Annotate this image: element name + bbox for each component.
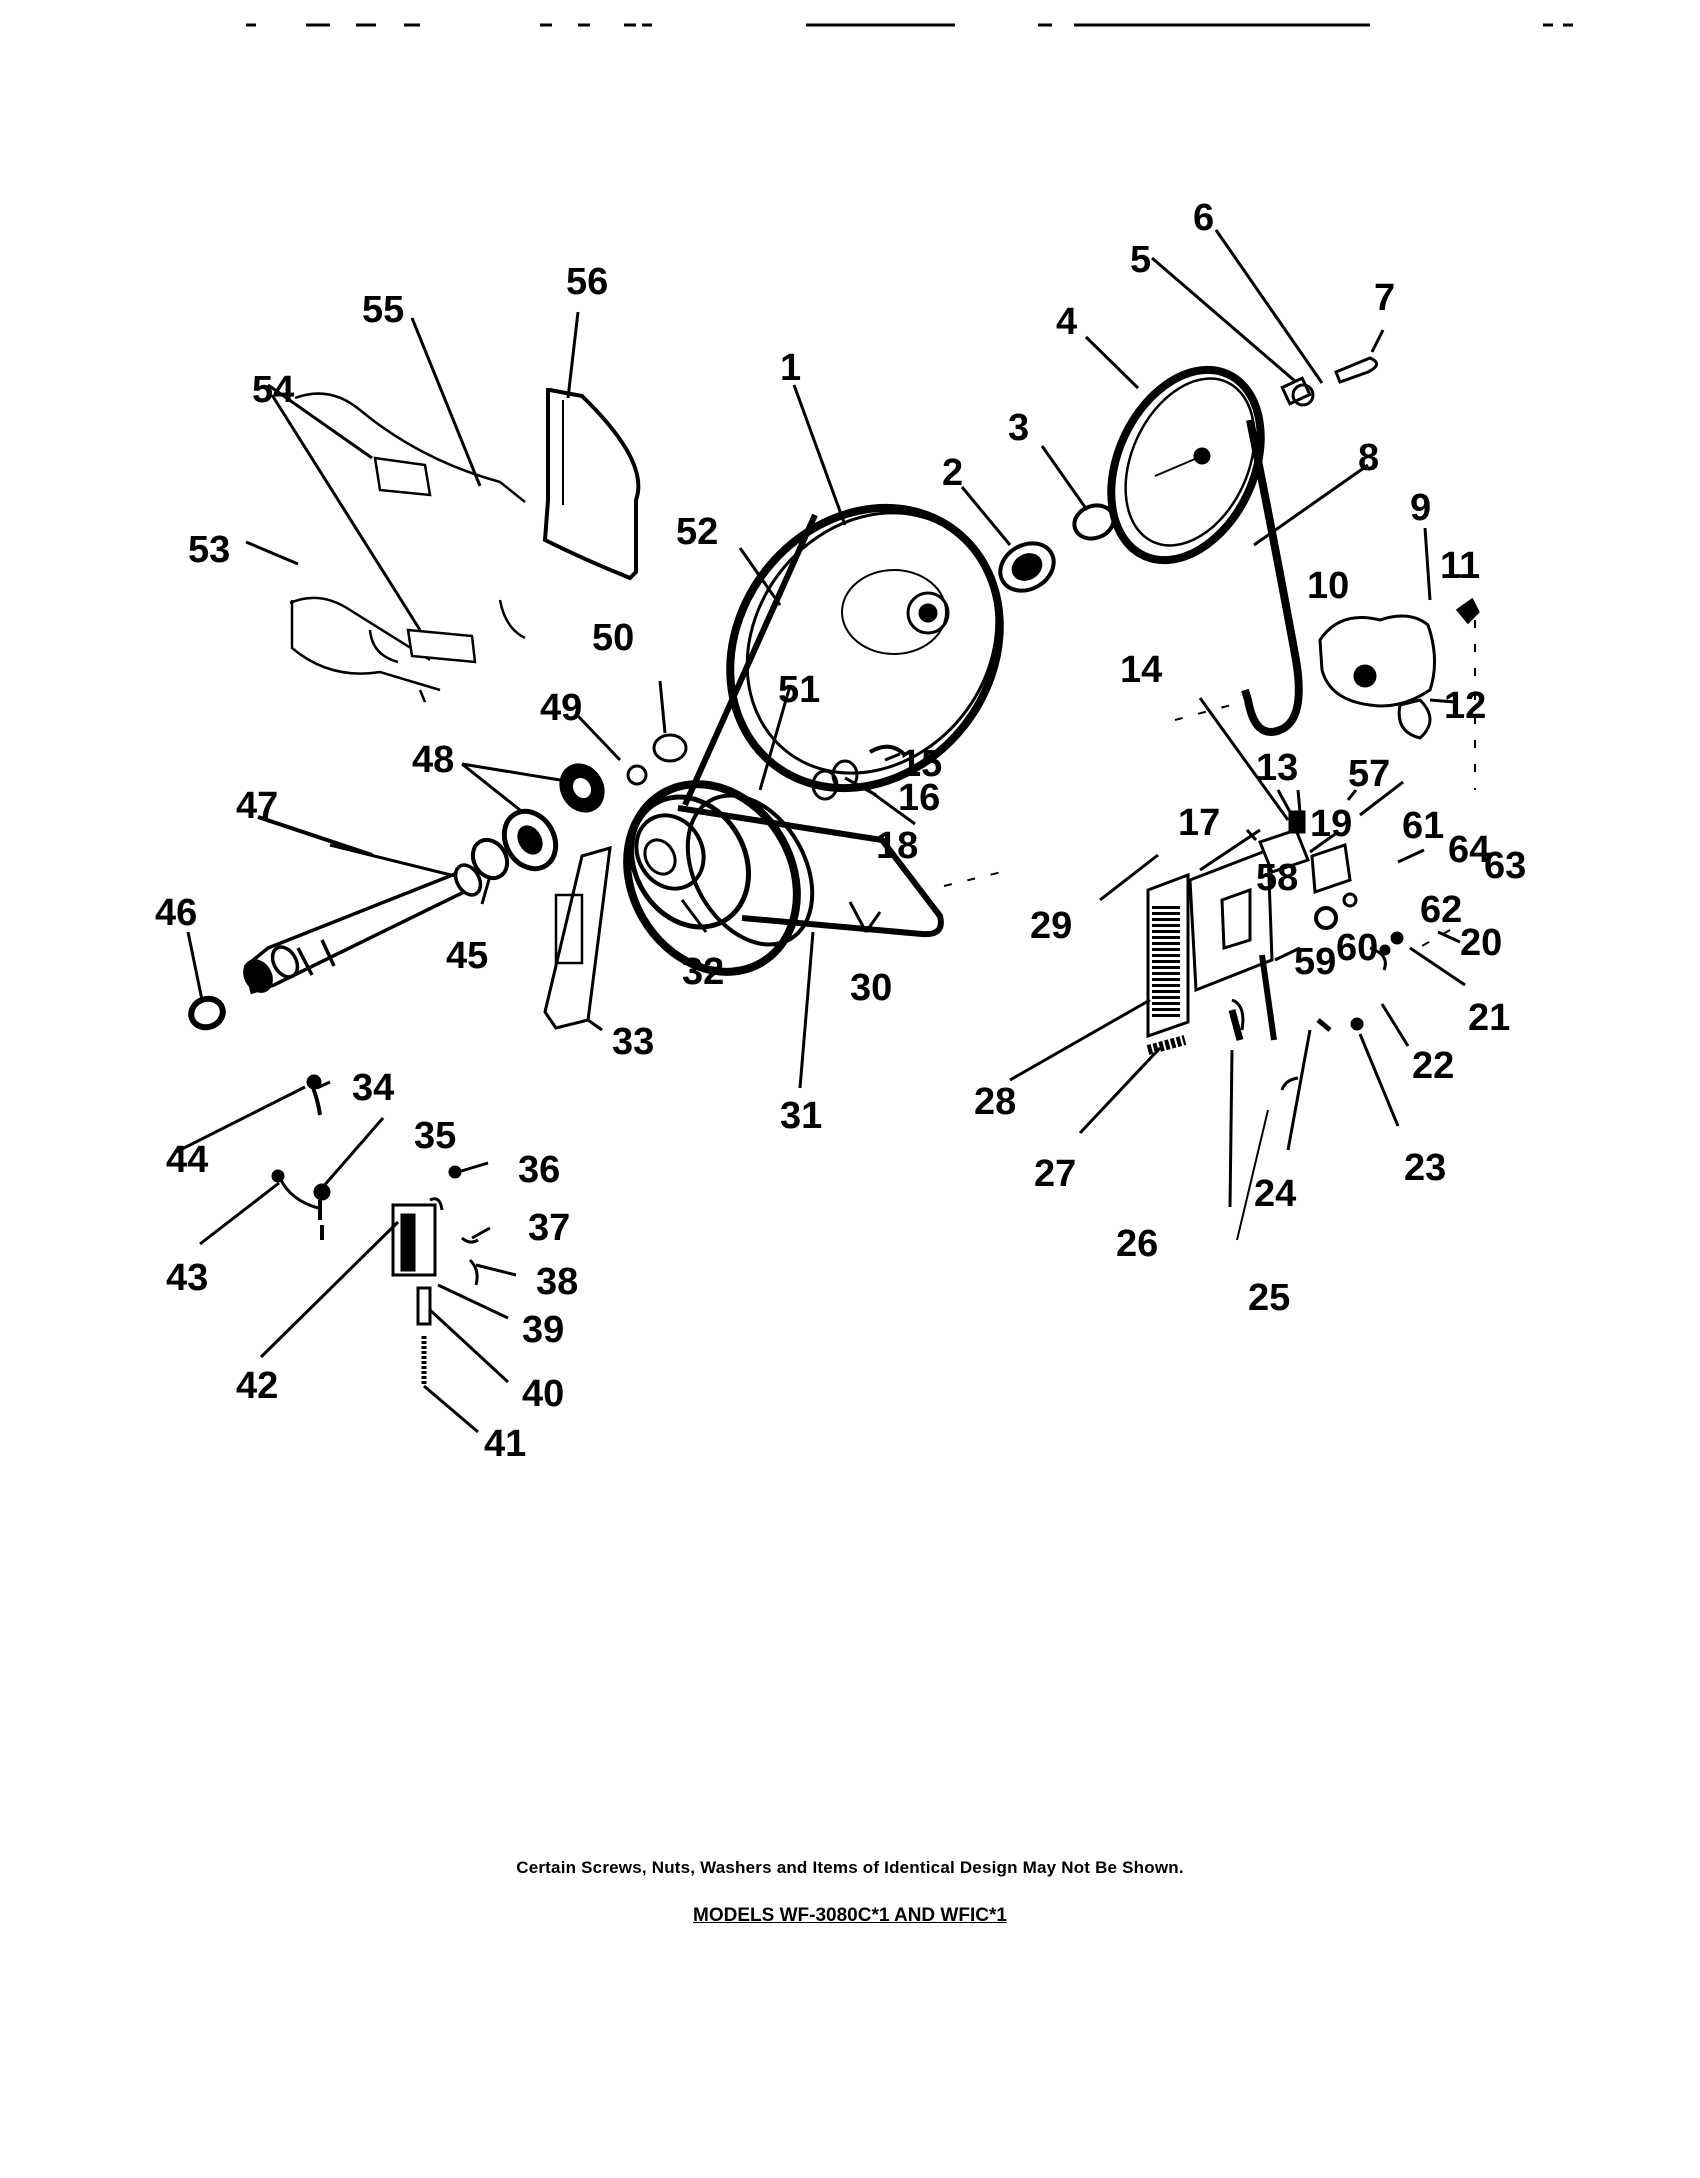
callout-28: 28 [974, 1081, 1016, 1123]
callout-29: 29 [1030, 905, 1072, 947]
drive-belt-small [1241, 419, 1303, 736]
callout-36: 36 [518, 1149, 560, 1191]
callout-53: 53 [188, 529, 230, 571]
motor-spacer [470, 837, 510, 881]
callout-32: 32 [682, 951, 724, 993]
callout-14: 14 [1120, 649, 1162, 691]
callout-50: 50 [592, 617, 634, 659]
control-spring [1146, 1035, 1187, 1055]
model-caption: MODELS WF-3080C*1 AND WFIC*1 [693, 1905, 1007, 1926]
motor-mounting-bracket [373, 456, 477, 664]
shaft-retaining-ring [188, 995, 226, 1031]
callout-43: 43 [166, 1257, 208, 1299]
callout-9: 9 [1410, 487, 1431, 529]
callout-21: 21 [1468, 997, 1510, 1039]
callout-16: 16 [898, 777, 940, 819]
idler-shield [543, 845, 612, 1030]
callout-7: 7 [1374, 277, 1395, 319]
callout-60: 60 [1336, 927, 1378, 969]
motor-shaft [243, 863, 483, 995]
idler-bolt [1280, 356, 1378, 407]
callout-22: 22 [1412, 1045, 1454, 1087]
callout-30: 30 [850, 967, 892, 1009]
callout-59: 59 [1294, 941, 1336, 983]
callout-42: 42 [236, 1365, 278, 1407]
callout-47: 47 [236, 785, 278, 827]
callout-26: 26 [1116, 1223, 1158, 1265]
callout-19: 19 [1310, 803, 1352, 845]
leader-lines [175, 229, 1478, 1434]
callout-38: 38 [536, 1261, 578, 1303]
callout-12: 12 [1444, 685, 1486, 727]
callout-37: 37 [528, 1207, 570, 1249]
callout-25: 25 [1248, 1277, 1290, 1319]
callout-11: 11 [1440, 545, 1480, 587]
callout-61: 61 [1402, 805, 1444, 847]
callout-51: 51 [778, 669, 820, 711]
callout-35: 35 [414, 1115, 456, 1157]
callout-52: 52 [676, 511, 718, 553]
callout-15: 15 [900, 743, 942, 785]
callout-56: 56 [566, 261, 608, 303]
drum-pulley [726, 503, 1004, 793]
part-callouts: 1 2 3 4 5 6 7 8 9 10 11 12 13 14 15 16 1… [155, 197, 1526, 1465]
callout-63: 63 [1484, 845, 1526, 887]
pulley-bearing [998, 541, 1056, 593]
callout-3: 3 [1008, 407, 1029, 449]
callout-1: 1 [780, 347, 801, 389]
motor-pulley [623, 780, 815, 976]
idler-washers [811, 744, 907, 801]
callout-2: 2 [942, 452, 963, 494]
callout-55: 55 [362, 289, 404, 331]
callout-24: 24 [1254, 1173, 1296, 1215]
callout-64: 64 [1448, 829, 1490, 871]
motor-pulley-washers [626, 733, 688, 786]
callout-45: 45 [446, 935, 488, 977]
callout-34: 34 [352, 1067, 394, 1109]
callout-46: 46 [155, 892, 197, 934]
callout-13: 13 [1256, 747, 1298, 789]
belt-tensioner-bracket [1318, 597, 1480, 740]
callout-39: 39 [522, 1309, 564, 1351]
callout-40: 40 [522, 1373, 564, 1415]
callout-18: 18 [876, 825, 918, 867]
callout-10: 10 [1307, 565, 1349, 607]
callout-4: 4 [1056, 301, 1077, 343]
callout-58: 58 [1256, 857, 1298, 899]
callout-48: 48 [412, 739, 454, 781]
motor-cover-plate [542, 388, 641, 581]
disclaimer-note: Certain Screws, Nuts, Washers and Items … [516, 1858, 1184, 1877]
callout-57: 57 [1348, 753, 1390, 795]
control-bracket-assembly [1146, 810, 1404, 1091]
callout-20: 20 [1460, 922, 1502, 964]
callout-44: 44 [166, 1139, 208, 1181]
callout-31: 31 [780, 1095, 822, 1137]
callout-8: 8 [1358, 437, 1379, 479]
callout-27: 27 [1034, 1153, 1076, 1195]
callout-41: 41 [484, 1423, 526, 1465]
motor-housing [289, 392, 526, 703]
drive-belt [677, 513, 944, 938]
callout-5: 5 [1130, 239, 1151, 281]
belt-guide-lines [943, 620, 1476, 951]
callout-49: 49 [540, 687, 582, 729]
callout-6: 6 [1193, 197, 1214, 239]
idler-pulley [1107, 365, 1265, 565]
callout-62: 62 [1420, 889, 1462, 931]
callout-23: 23 [1404, 1147, 1446, 1189]
motor-bearings [501, 763, 605, 872]
callout-33: 33 [612, 1021, 654, 1063]
callout-54: 54 [252, 369, 294, 411]
callout-17: 17 [1178, 802, 1220, 844]
